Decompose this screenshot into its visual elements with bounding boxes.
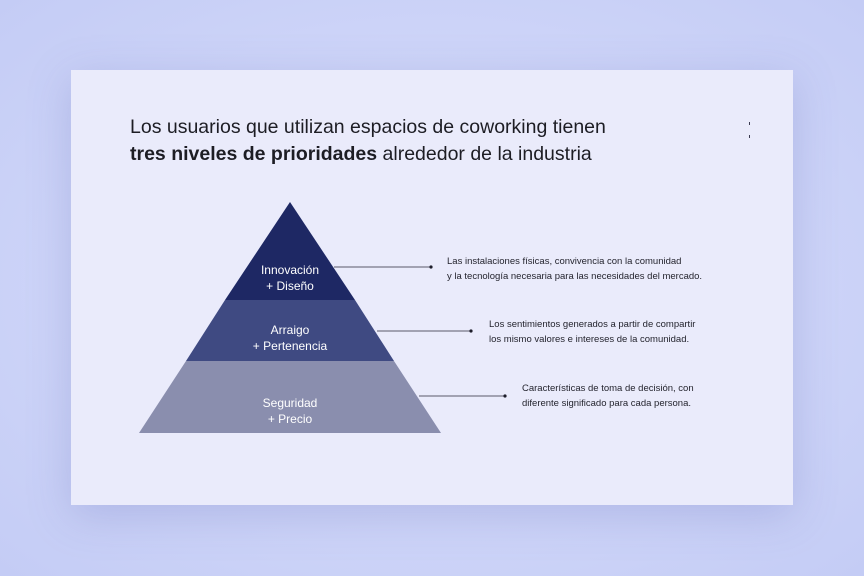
slide-title: Los usuarios que utilizan espacios de co… xyxy=(130,114,690,168)
priority-pyramid-diagram: Innovación + Diseño Arraigo + Pertenenci… xyxy=(139,202,507,433)
tier-description-bottom-line2: diferente significado para cada persona. xyxy=(522,398,692,409)
tier-description-top-line2: y la tecnología necesaria para las neces… xyxy=(447,271,703,282)
title-line-2: tres niveles de prioridades alrededor de… xyxy=(130,141,690,168)
corner-mark-bottom xyxy=(749,135,750,138)
tier-label-middle-line2: + Pertenencia xyxy=(253,339,328,353)
connector-dot-middle xyxy=(469,329,473,333)
tier-label-bottom-line2: + Precio xyxy=(268,412,313,426)
pyramid-tier-top xyxy=(225,202,355,300)
tier-label-top-line2: + Diseño xyxy=(266,279,314,293)
connector-dot-top xyxy=(429,265,433,269)
pyramid-tier-middle xyxy=(186,300,394,361)
corner-mark-top xyxy=(749,122,750,125)
connector-dot-bottom xyxy=(503,394,507,398)
tier-label-middle-line1: Arraigo xyxy=(271,323,310,337)
slide: Los usuarios que utilizan espacios de co… xyxy=(71,70,793,505)
tier-label-top-line1: Innovación xyxy=(261,263,319,277)
title-emphasis: tres niveles de prioridades xyxy=(130,143,378,165)
tier-description-middle: Los sentimientos generados a partir de c… xyxy=(489,317,695,347)
tier-description-top: Las instalaciones físicas, convivencia c… xyxy=(447,254,702,284)
title-line-2-rest: alrededor de la industria xyxy=(377,143,592,165)
tier-description-bottom: Características de toma de decisión, con… xyxy=(522,381,694,411)
tier-description-middle-line2: los mismo valores e intereses de la comu… xyxy=(489,334,690,345)
pyramid-tier-bottom xyxy=(139,361,441,433)
tier-description-bottom-line1: Características de toma de decisión, con xyxy=(522,383,694,394)
tier-description-top-line1: Las instalaciones físicas, convivencia c… xyxy=(447,256,682,267)
tier-label-bottom-line1: Seguridad xyxy=(263,396,318,410)
tier-description-middle-line1: Los sentimientos generados a partir de c… xyxy=(489,319,696,330)
title-line-1: Los usuarios que utilizan espacios de co… xyxy=(130,116,606,138)
